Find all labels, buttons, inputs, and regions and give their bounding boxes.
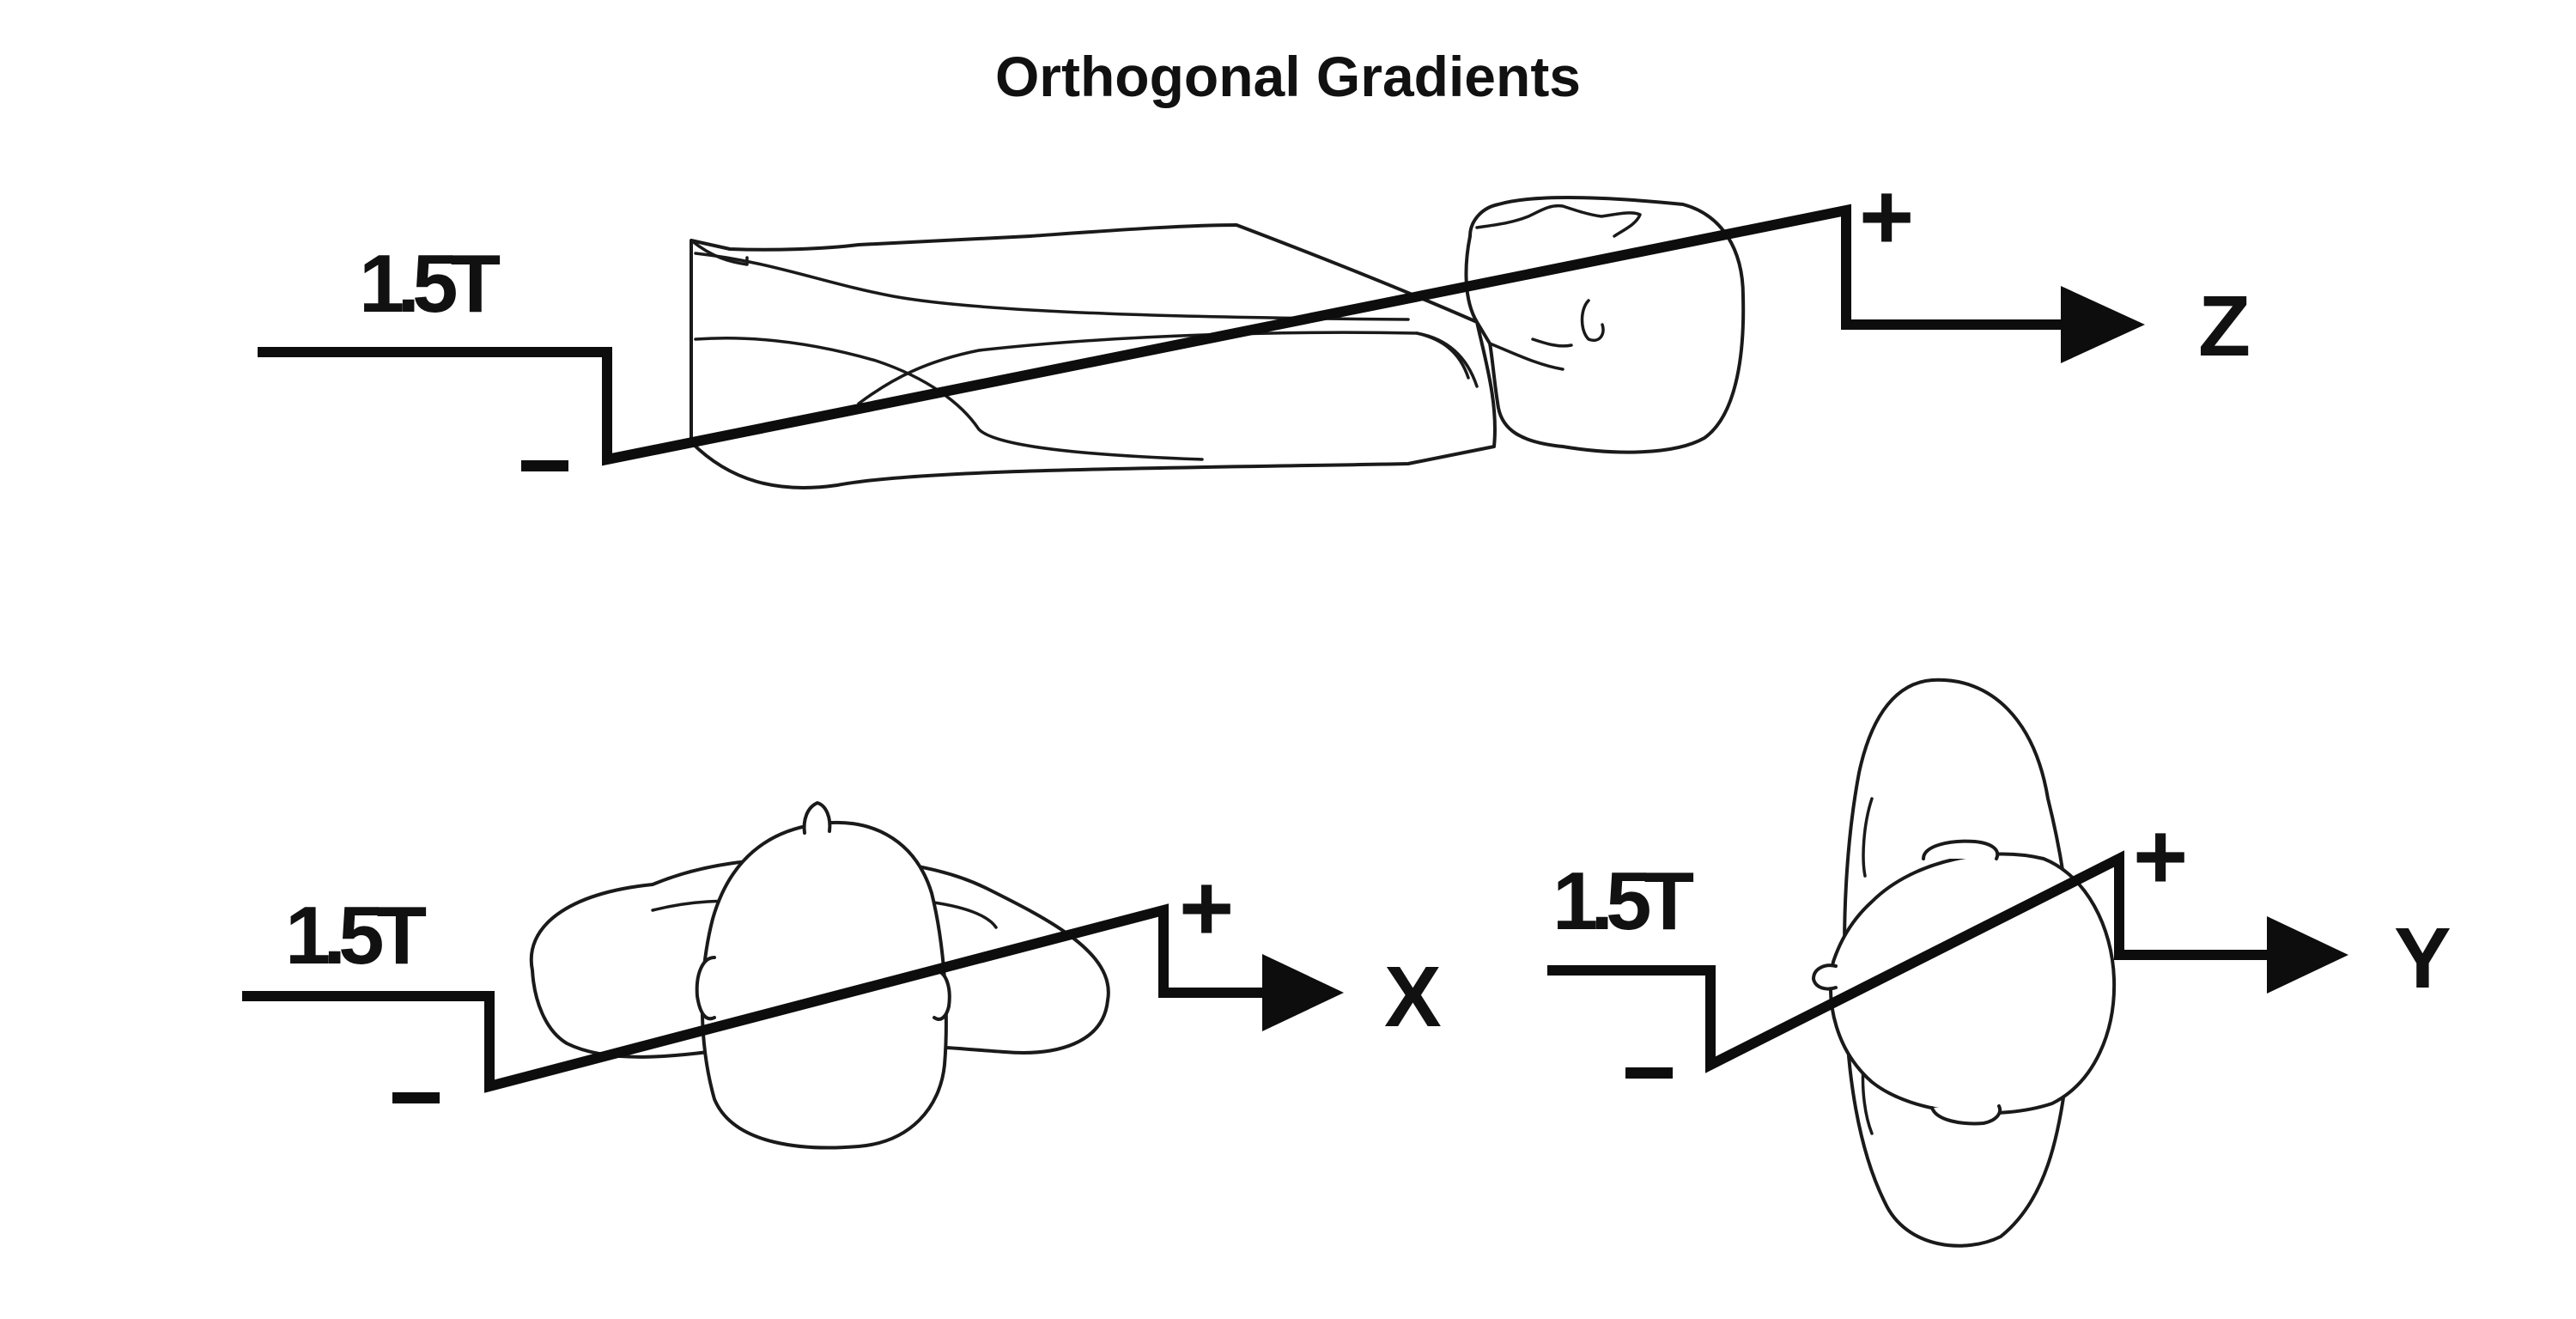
ear-upper-y [1922, 839, 2000, 860]
arrow-head-z [2061, 286, 2145, 363]
panel-x: 1.5T + X [242, 801, 1442, 1150]
axial-head-illustration-y [1812, 678, 2117, 1248]
field-strength-label-y: 1.5T [1552, 855, 1693, 947]
axis-label-y: Y [2394, 910, 2451, 1006]
nose-x [802, 801, 832, 835]
chin-line [1488, 342, 1564, 371]
shoulder-line-upper-y [1862, 797, 1874, 878]
panel-z: 1.5T + Z [258, 164, 2251, 489]
head-side-outline [1464, 196, 1746, 454]
minus-sign-y [1625, 1067, 1673, 1079]
field-strength-label-z: 1.5T [359, 238, 500, 330]
face-profile [1475, 204, 1642, 238]
axis-label-z: Z [2198, 278, 2251, 374]
ear-detail [1580, 299, 1605, 342]
arrow-head-y [2267, 916, 2348, 994]
axial-head-illustration-x [529, 801, 1110, 1150]
minus-sign-z [521, 460, 568, 471]
nose-y [1812, 963, 1838, 991]
shoulder-curve [1415, 331, 1470, 380]
body-side-outline [690, 223, 1497, 489]
supine-body-illustration [690, 196, 1746, 489]
shoulder-line-right-x [926, 900, 998, 929]
ear-left-x [695, 956, 716, 1021]
arrow-head-x [1262, 954, 1344, 1031]
panel-y: 1.5T + Y [1547, 678, 2451, 1248]
minus-sign-x [392, 1092, 440, 1103]
plus-sign-y: + [2133, 804, 2188, 909]
plus-sign-x: + [1179, 855, 1234, 961]
ear-right-x [933, 969, 951, 1021]
gradient-line-y [1547, 850, 2275, 1073]
axis-label-x: X [1384, 949, 1442, 1045]
plus-sign-z: + [1859, 164, 1914, 270]
gradient-line-z [258, 204, 2069, 466]
arm-line-upper [694, 252, 1410, 321]
figure-title: Orthogonal Gradients [995, 45, 1581, 108]
arm-line-lower [694, 337, 1204, 461]
gradient-line-x [242, 903, 1271, 1093]
neck-line [1531, 337, 1573, 348]
head-outline-x [700, 820, 948, 1150]
ear-lower-y [1930, 1104, 2002, 1126]
body-front-edge [690, 239, 749, 266]
field-strength-label-x: 1.5T [285, 890, 426, 982]
